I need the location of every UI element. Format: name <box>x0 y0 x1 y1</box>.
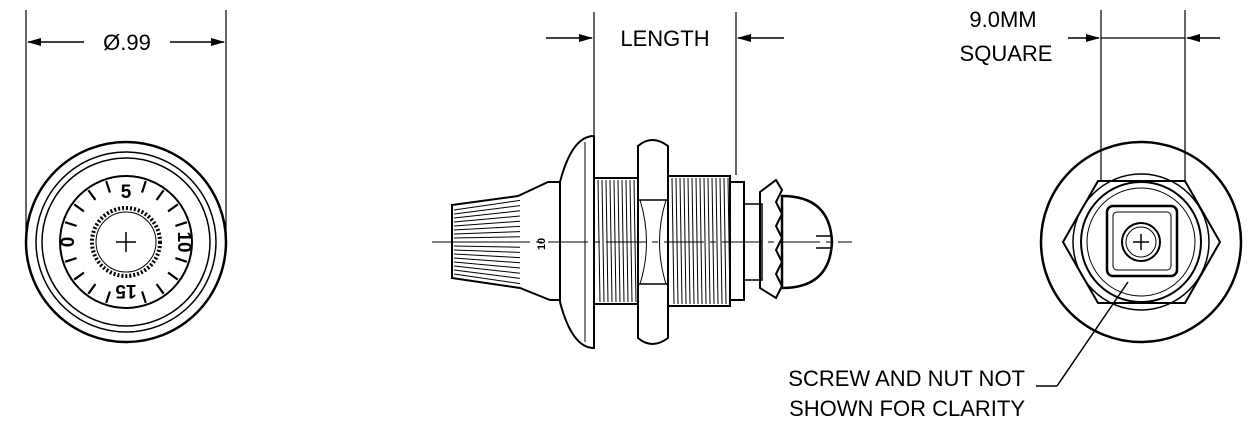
dial-number-right: 10 <box>173 231 194 252</box>
drawing-line <box>175 257 188 263</box>
drawing-line <box>675 177 679 305</box>
drawing-line <box>155 283 165 295</box>
note-leader <box>1036 281 1129 387</box>
drawing-line <box>699 177 703 305</box>
drawing-line <box>715 177 719 305</box>
length-label: LENGTH <box>620 26 709 51</box>
dial-number-bottom: 15 <box>115 280 137 301</box>
dial-number-left: 0 <box>58 237 79 248</box>
drawing-line <box>87 283 97 295</box>
drawing-line <box>711 177 715 305</box>
drawing-line <box>719 177 723 305</box>
drawing-line <box>453 253 521 259</box>
dial-face <box>59 175 193 309</box>
dial-flange <box>559 134 595 350</box>
drawing-line <box>453 257 521 264</box>
diameter-dimension: Ø.99 <box>27 30 225 55</box>
drawing-line <box>695 177 699 305</box>
drawing-line <box>707 177 711 305</box>
note-line1: SCREW AND NUT NOT <box>788 366 1025 391</box>
center-mark <box>116 232 136 252</box>
drawing-line <box>453 261 521 269</box>
back-outer-ring <box>1039 140 1243 344</box>
drawing-line <box>679 177 683 305</box>
square-label-line1: 9.0MM <box>969 7 1036 32</box>
drawing-line <box>703 177 707 305</box>
center-hole <box>1121 222 1161 262</box>
drawing-line <box>167 203 179 213</box>
back-view: 9.0MM SQUARE SCREW AND NUT NOT S <box>788 7 1243 421</box>
drawing-line <box>64 257 77 263</box>
drawing-line <box>453 265 521 274</box>
drawing-line <box>175 221 188 227</box>
dial-number-top: 5 <box>121 182 132 203</box>
tapered-knob: 10 <box>451 181 561 301</box>
drawing-line <box>167 271 179 281</box>
drawing-line <box>453 231 521 235</box>
drawing-line <box>613 179 617 303</box>
drawing-line <box>87 189 97 201</box>
lock-washer <box>759 178 784 300</box>
drawing-line <box>453 249 521 253</box>
knurled-center <box>90 206 162 278</box>
square-shaft <box>1105 204 1179 278</box>
drawing-line <box>453 225 521 231</box>
threaded-bushing-right <box>667 175 731 307</box>
drawing-line <box>687 177 691 305</box>
drawing-line <box>73 271 85 281</box>
square-label-line2: SQUARE <box>960 41 1053 66</box>
shaft <box>729 181 763 301</box>
drawing-line <box>155 189 165 201</box>
drawing-line <box>453 210 521 219</box>
hex-nut <box>637 139 669 345</box>
drawing-line <box>453 269 521 279</box>
drawing-line <box>723 177 727 305</box>
drawing-line <box>453 236 521 239</box>
drawing-line <box>609 179 613 303</box>
diameter-label: Ø.99 <box>103 30 151 55</box>
drawing-line <box>453 220 521 227</box>
side-view: LENGTH 10 <box>432 12 852 350</box>
drawing-line <box>453 245 521 248</box>
drawing-line <box>625 179 629 303</box>
drawing-line <box>629 179 633 303</box>
threaded-bushing-left <box>593 177 639 305</box>
drawing-line <box>453 273 521 285</box>
length-dimension: LENGTH <box>546 26 784 51</box>
drawing-line <box>64 221 77 227</box>
drawing-line <box>597 179 601 303</box>
outer-rim <box>24 140 228 344</box>
dial-ticks <box>64 180 188 304</box>
note-line2: SHOWN FOR CLARITY <box>789 396 1025 421</box>
drawing-line <box>605 179 609 303</box>
drawing-line <box>453 199 521 211</box>
drawing-line <box>617 179 621 303</box>
back-hex <box>1061 180 1222 304</box>
drawing-line <box>621 179 625 303</box>
drawing-line <box>601 179 605 303</box>
drawing-line <box>671 177 675 305</box>
drawing-line <box>691 177 695 305</box>
drawing-line <box>73 203 85 213</box>
drawing-line <box>633 179 637 303</box>
drawing-line <box>105 180 111 193</box>
drawing-line <box>141 291 147 304</box>
knob-marking: 10 <box>536 238 548 250</box>
screw-head <box>780 194 834 290</box>
front-view: Ø.99 5 10 15 0 <box>24 10 228 344</box>
drawing-line <box>141 180 147 193</box>
drawing-line <box>683 177 687 305</box>
drawing-line <box>105 291 111 304</box>
drawing-line <box>453 205 521 215</box>
drawing-line <box>453 215 521 223</box>
